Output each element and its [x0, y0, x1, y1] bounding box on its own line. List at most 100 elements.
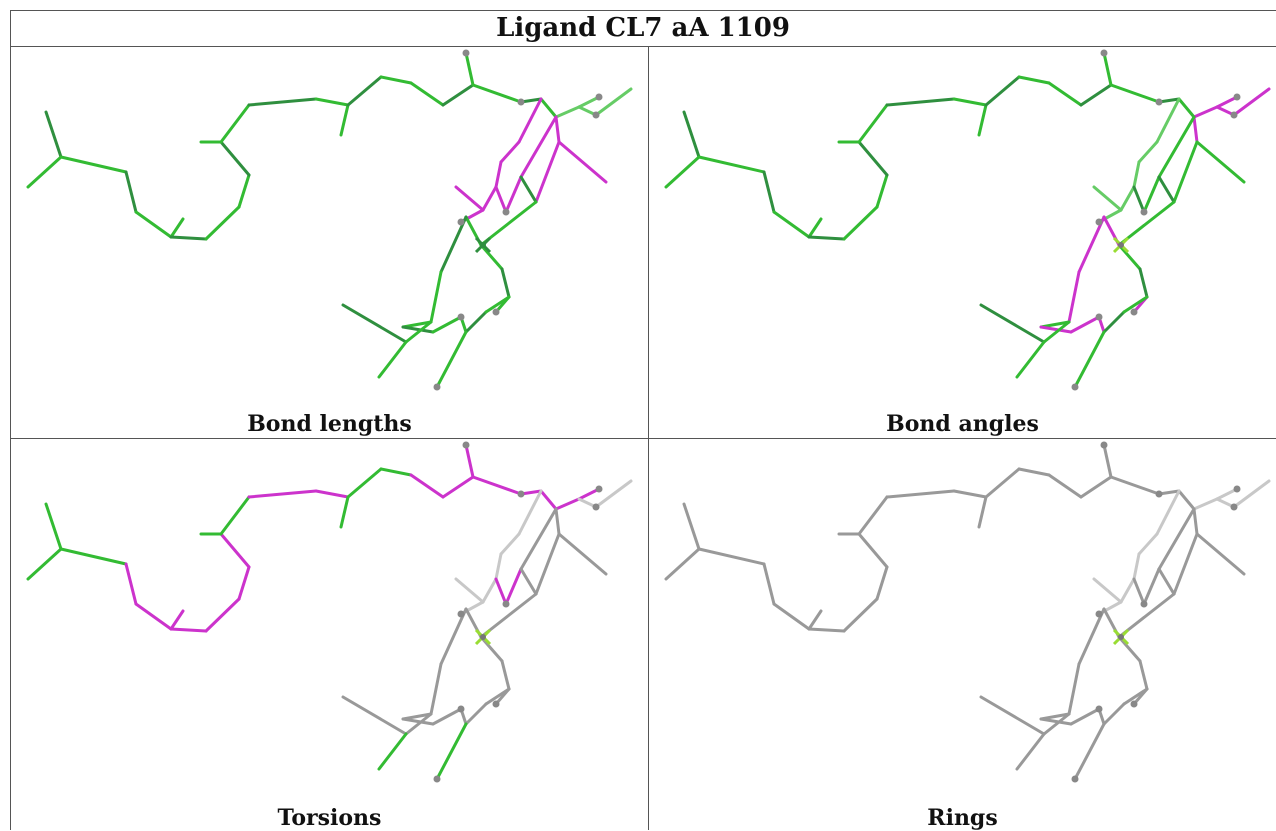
bond [219, 495, 251, 536]
bond [435, 330, 468, 389]
bond [1073, 722, 1106, 781]
panel-rings: Rings [649, 439, 1276, 831]
bond [479, 592, 538, 639]
bond [557, 532, 608, 576]
bond [1015, 340, 1046, 379]
bond [26, 155, 63, 189]
atom [1095, 610, 1103, 618]
bond [464, 702, 488, 726]
metal-atom [1118, 242, 1124, 248]
bond [44, 110, 63, 159]
bond [124, 562, 138, 606]
bond [401, 320, 433, 329]
bond [429, 662, 443, 716]
bond [237, 565, 251, 601]
bond [519, 567, 538, 596]
atom [592, 503, 600, 511]
bond [409, 473, 445, 499]
bond [517, 489, 543, 536]
bond [484, 295, 511, 314]
bond [554, 507, 561, 536]
bond [577, 487, 601, 501]
table-frame [10, 10, 1276, 830]
atom [1140, 600, 1148, 608]
bond [44, 502, 63, 551]
atom [1230, 503, 1238, 511]
bond [594, 87, 633, 117]
metal-atom [1118, 634, 1124, 640]
bond [1092, 185, 1123, 212]
bond [377, 732, 408, 771]
page-title: Ligand CL7 aA 1109 [496, 13, 790, 43]
bond [539, 97, 558, 119]
bond [439, 607, 468, 666]
bond [857, 532, 889, 569]
bond [441, 475, 475, 499]
atom [1071, 775, 1079, 783]
atom [433, 775, 441, 783]
bond [134, 210, 173, 239]
bond [1192, 115, 1199, 144]
bond [1195, 532, 1246, 576]
bond [1109, 475, 1161, 496]
molecule-rings [664, 441, 1271, 783]
bond [464, 443, 475, 479]
bond [1067, 662, 1081, 716]
bond [471, 83, 523, 104]
atom [1095, 218, 1103, 226]
bond [219, 532, 251, 569]
bond [875, 173, 889, 209]
atom [1100, 441, 1108, 449]
bond [979, 303, 1046, 344]
bond [204, 205, 241, 241]
bond [807, 627, 846, 633]
bond [59, 155, 128, 174]
bond [346, 467, 383, 499]
bond [247, 97, 318, 107]
bond [1102, 51, 1113, 87]
bond [237, 173, 251, 209]
bond [169, 217, 185, 239]
bond [401, 712, 433, 721]
bond [1017, 467, 1051, 477]
bond [379, 467, 413, 477]
bond [682, 110, 701, 159]
bond [1132, 552, 1141, 581]
bond [314, 489, 350, 499]
bond [772, 210, 811, 239]
bond [500, 659, 511, 691]
bond [479, 243, 504, 271]
bond [1157, 175, 1176, 204]
bond [1192, 497, 1219, 511]
bond [134, 602, 173, 631]
atom [1230, 111, 1238, 119]
bond [857, 140, 889, 177]
bond [762, 170, 776, 214]
bond [494, 577, 508, 606]
bond [1215, 95, 1239, 109]
bond [479, 200, 538, 247]
atom [595, 485, 603, 493]
bond [534, 140, 561, 204]
bond [494, 552, 503, 581]
metal-atom [480, 242, 486, 248]
bond [59, 547, 128, 566]
bond [842, 205, 879, 241]
atom [502, 208, 510, 216]
bond [1138, 267, 1149, 299]
bond [479, 635, 504, 663]
bond [885, 97, 956, 107]
bond [341, 695, 408, 736]
bond [1177, 97, 1196, 119]
metal-centre [1112, 236, 1130, 254]
bond [554, 115, 561, 144]
bond [977, 495, 988, 529]
bond [1039, 325, 1073, 334]
atom [457, 218, 465, 226]
atom [457, 313, 465, 321]
bond [504, 567, 523, 606]
atom [517, 98, 525, 106]
bond [1047, 81, 1083, 107]
bond [1132, 577, 1146, 606]
molecule-bond-lengths [26, 49, 633, 391]
